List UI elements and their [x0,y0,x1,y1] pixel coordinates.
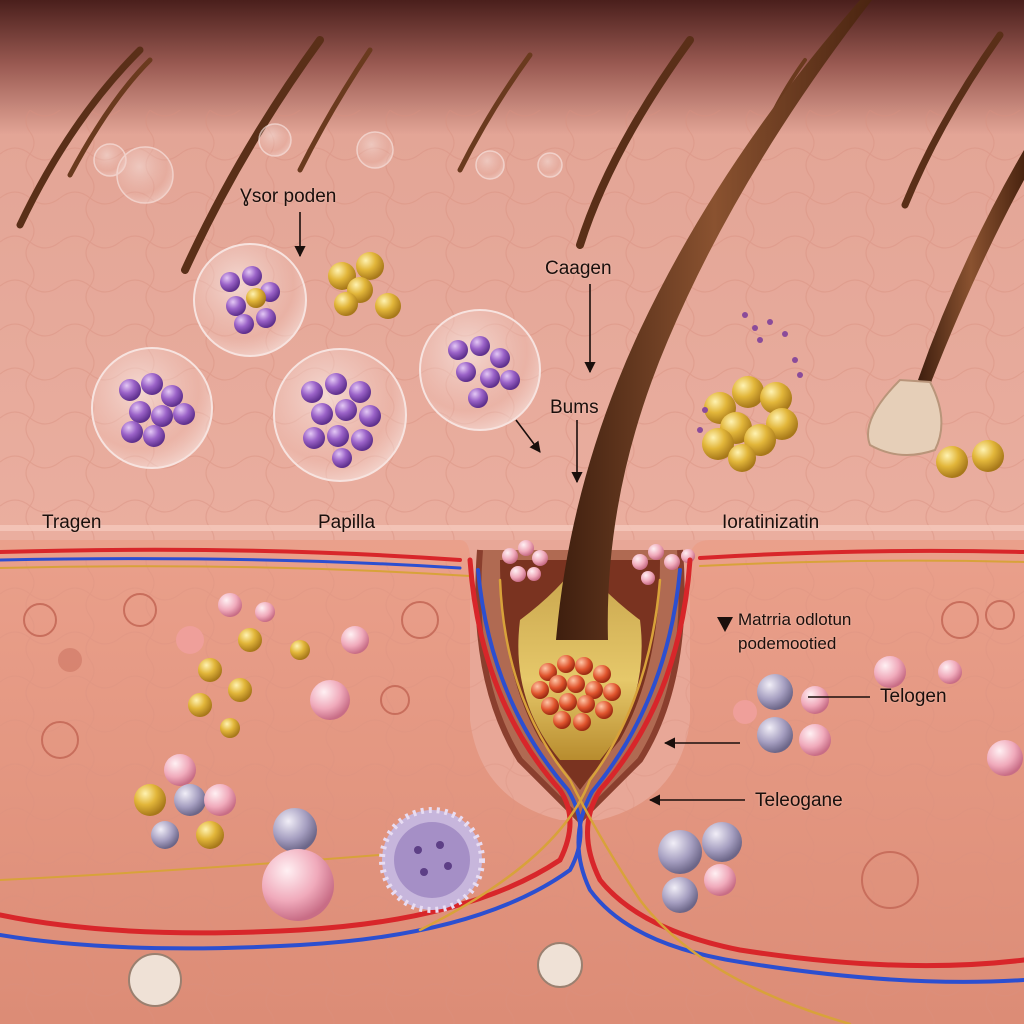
label-telogen: Telogen [880,686,947,707]
yellow-cluster-right [702,376,1004,478]
label-matrix-line1: Matrria odlotun [738,610,852,629]
vesicle-right [419,309,541,431]
label-tragen: Tragen [42,512,102,533]
label-sor-poden: Ɣsor poden [240,186,337,207]
dermis-cells-left [23,593,439,759]
purple-granules [697,312,803,433]
yellow-cluster-top [328,252,401,319]
label-keratinization: Ioratinizatin [722,512,820,533]
label-caagen: Caagen [545,258,612,279]
vesicle-upper [193,243,307,357]
label-teleogane: Teleogane [755,790,843,811]
dermal-papilla-cells [531,655,621,731]
follicle-mouth-cells [502,540,695,585]
triangle-down-icon [717,617,733,632]
immune-cell [379,807,485,913]
surface-hairs [16,31,1004,274]
deep-vessels [0,557,1024,1024]
label-papilla: Papilla [318,512,376,533]
surface-vessels [0,547,1024,577]
dermis-cells-bottom-left [128,754,583,1007]
vesicle-center [273,348,407,482]
dermis-cells-right [658,600,1023,913]
club-hair-bulb [867,378,943,456]
label-matrix-line2: podemootied [738,634,837,653]
club-hair-shaft [918,150,1024,385]
vesicle-left [91,347,213,469]
hair-shaft [556,0,872,640]
label-bums: Bums [550,397,599,418]
leader-arrows [294,212,870,806]
faint-vesicles [93,123,563,204]
